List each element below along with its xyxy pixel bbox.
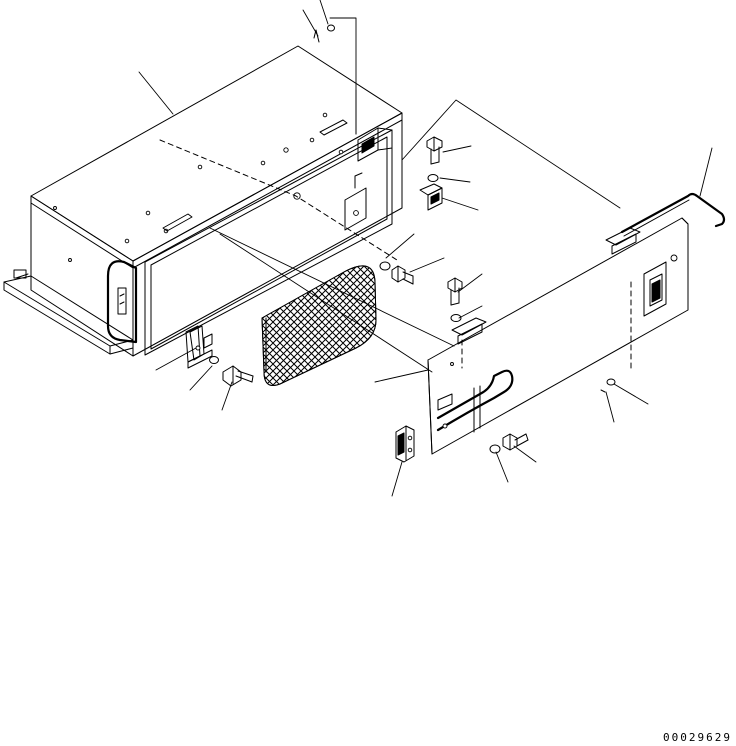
- battery-net-mesh: [261, 265, 377, 386]
- battery-cover-panel: [427, 192, 726, 455]
- bolt-top-center: [426, 136, 443, 165]
- bolt-left: [222, 365, 254, 387]
- battery-box-housing: [3, 45, 403, 369]
- bolt-mid-center: [391, 265, 414, 285]
- washer-left: [209, 356, 219, 364]
- center-small-parts: [313, 24, 463, 322]
- latch-striker: [395, 425, 415, 463]
- lower-right-bolt-parts: [489, 433, 529, 454]
- bolt-lower-center: [447, 277, 463, 306]
- assembly-guide-lines: [209, 17, 621, 373]
- callout-leaders: [138, 0, 713, 497]
- drawing-number: 00029629: [663, 731, 732, 744]
